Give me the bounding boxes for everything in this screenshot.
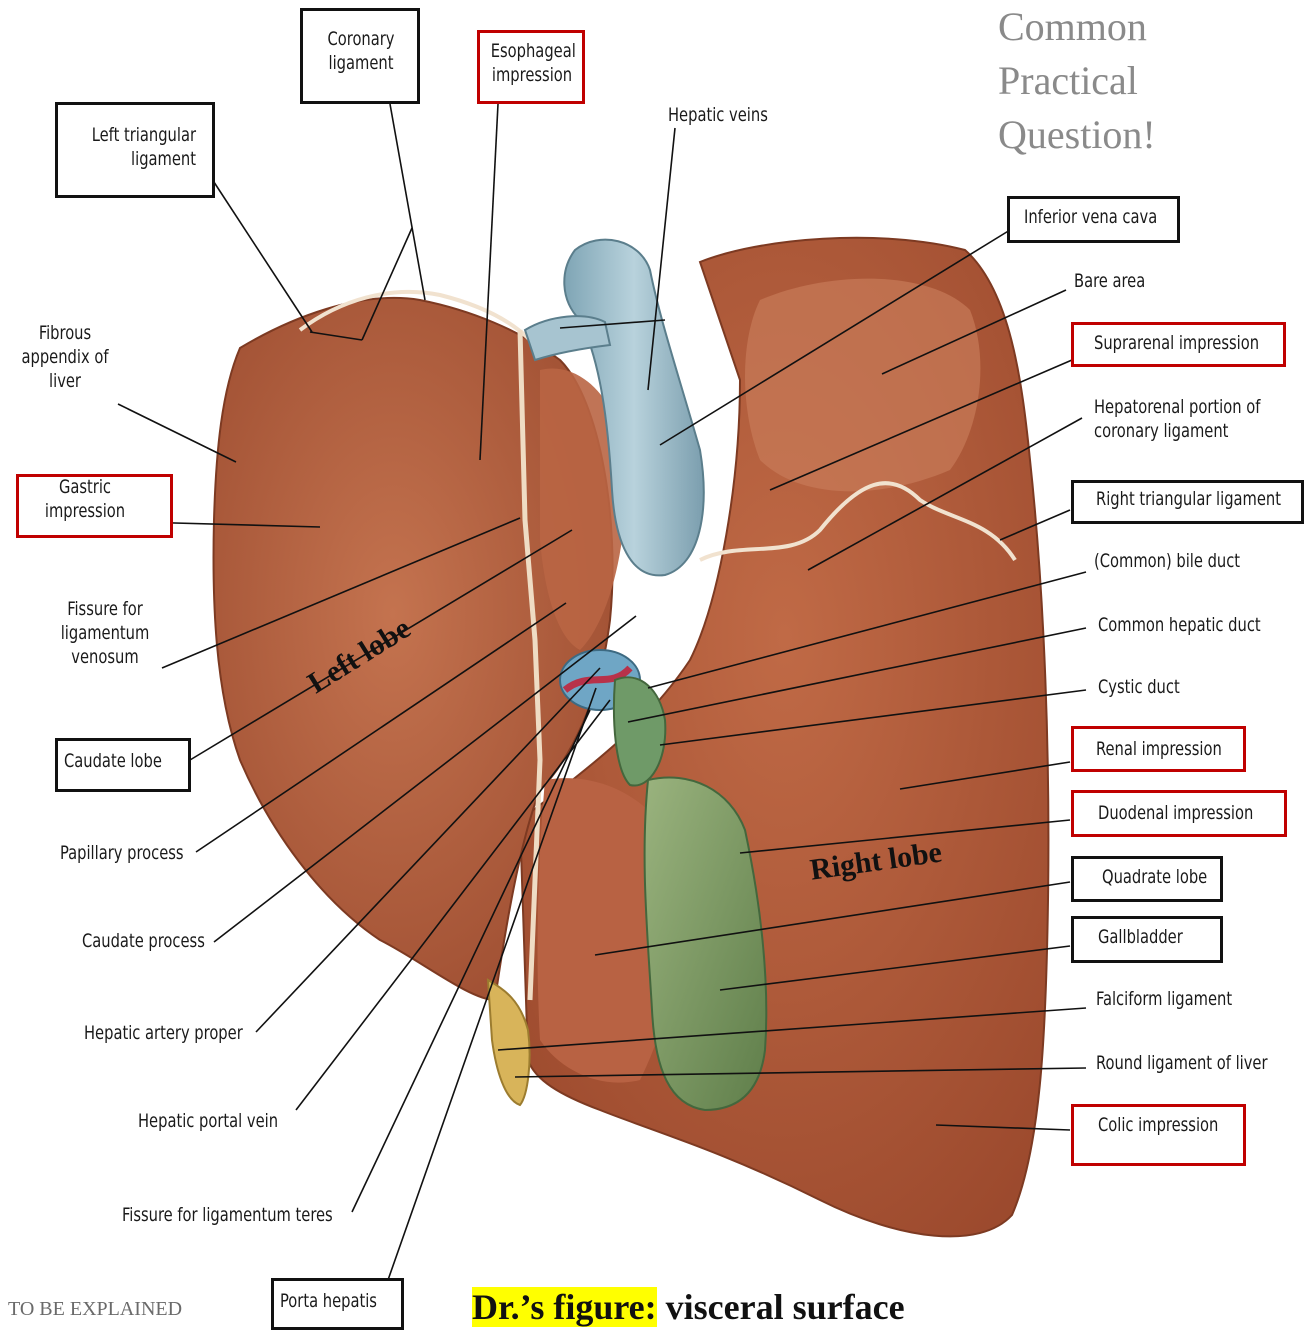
right-triangular-ligament-label: Right triangular ligament: [1096, 488, 1281, 512]
quadrate-lobe-label: Quadrate lobe: [1102, 866, 1207, 890]
round-ligament-label: Round ligament of liver: [1096, 1052, 1268, 1076]
hepatic-veins-label: Hepatic veins: [668, 104, 768, 128]
figure-caption: Dr.’s figure: visceral surface: [472, 1286, 905, 1328]
fissure-lig-teres-label: Fissure for ligamentum teres: [122, 1204, 333, 1228]
round-ligament-shape: [488, 980, 530, 1105]
papillary-process-label: Papillary process: [60, 842, 184, 866]
inferior-vena-cava-label: Inferior vena cava: [1024, 206, 1157, 230]
coronary-ligament-label: Coronary ligament: [324, 28, 398, 76]
gastric-impression-label: Gastric impression: [38, 476, 133, 524]
common-hepatic-duct-label: Common hepatic duct: [1098, 614, 1261, 638]
caption-rest: visceral surface: [657, 1287, 905, 1327]
duodenal-impression-label: Duodenal impression: [1098, 802, 1253, 826]
hepatorenal-portion-label: Hepatorenal portion of coronary ligament: [1094, 396, 1260, 444]
caudate-process-label: Caudate process: [82, 930, 205, 954]
caudate-lobe-label: Caudate lobe: [64, 750, 162, 774]
common-practical-question-note: Common Practical Question!: [998, 0, 1156, 162]
bare-area-label: Bare area: [1074, 270, 1145, 294]
fibrous-appendix-label: Fibrous appendix of liver: [18, 322, 113, 393]
renal-impression-label: Renal impression: [1096, 738, 1222, 762]
common-bile-duct-label: (Common) bile duct: [1094, 550, 1240, 574]
bare-area-shape: [745, 279, 980, 492]
hepatic-artery-proper-label: Hepatic artery proper: [84, 1022, 243, 1046]
left-triangular-ligament-label: Left triangular ligament: [84, 124, 196, 172]
caption-highlight: Dr.’s figure:: [472, 1287, 657, 1327]
porta-hepatis-label: Porta hepatis: [280, 1290, 377, 1314]
colic-impression-label: Colic impression: [1098, 1114, 1218, 1138]
hepatic-portal-vein-label: Hepatic portal vein: [138, 1110, 278, 1134]
gallbladder-label: Gallbladder: [1098, 926, 1183, 950]
to-be-explained-note: TO BE EXPLAINED: [8, 1298, 182, 1321]
fissure-lig-venosum-label: Fissure for ligamentum venosum: [59, 598, 150, 669]
cystic-duct-label: Cystic duct: [1098, 676, 1180, 700]
falciform-ligament-label: Falciform ligament: [1096, 988, 1232, 1012]
esophageal-impression-label: Esophageal impression: [491, 40, 574, 88]
suprarenal-impression-label: Suprarenal impression: [1094, 332, 1259, 356]
